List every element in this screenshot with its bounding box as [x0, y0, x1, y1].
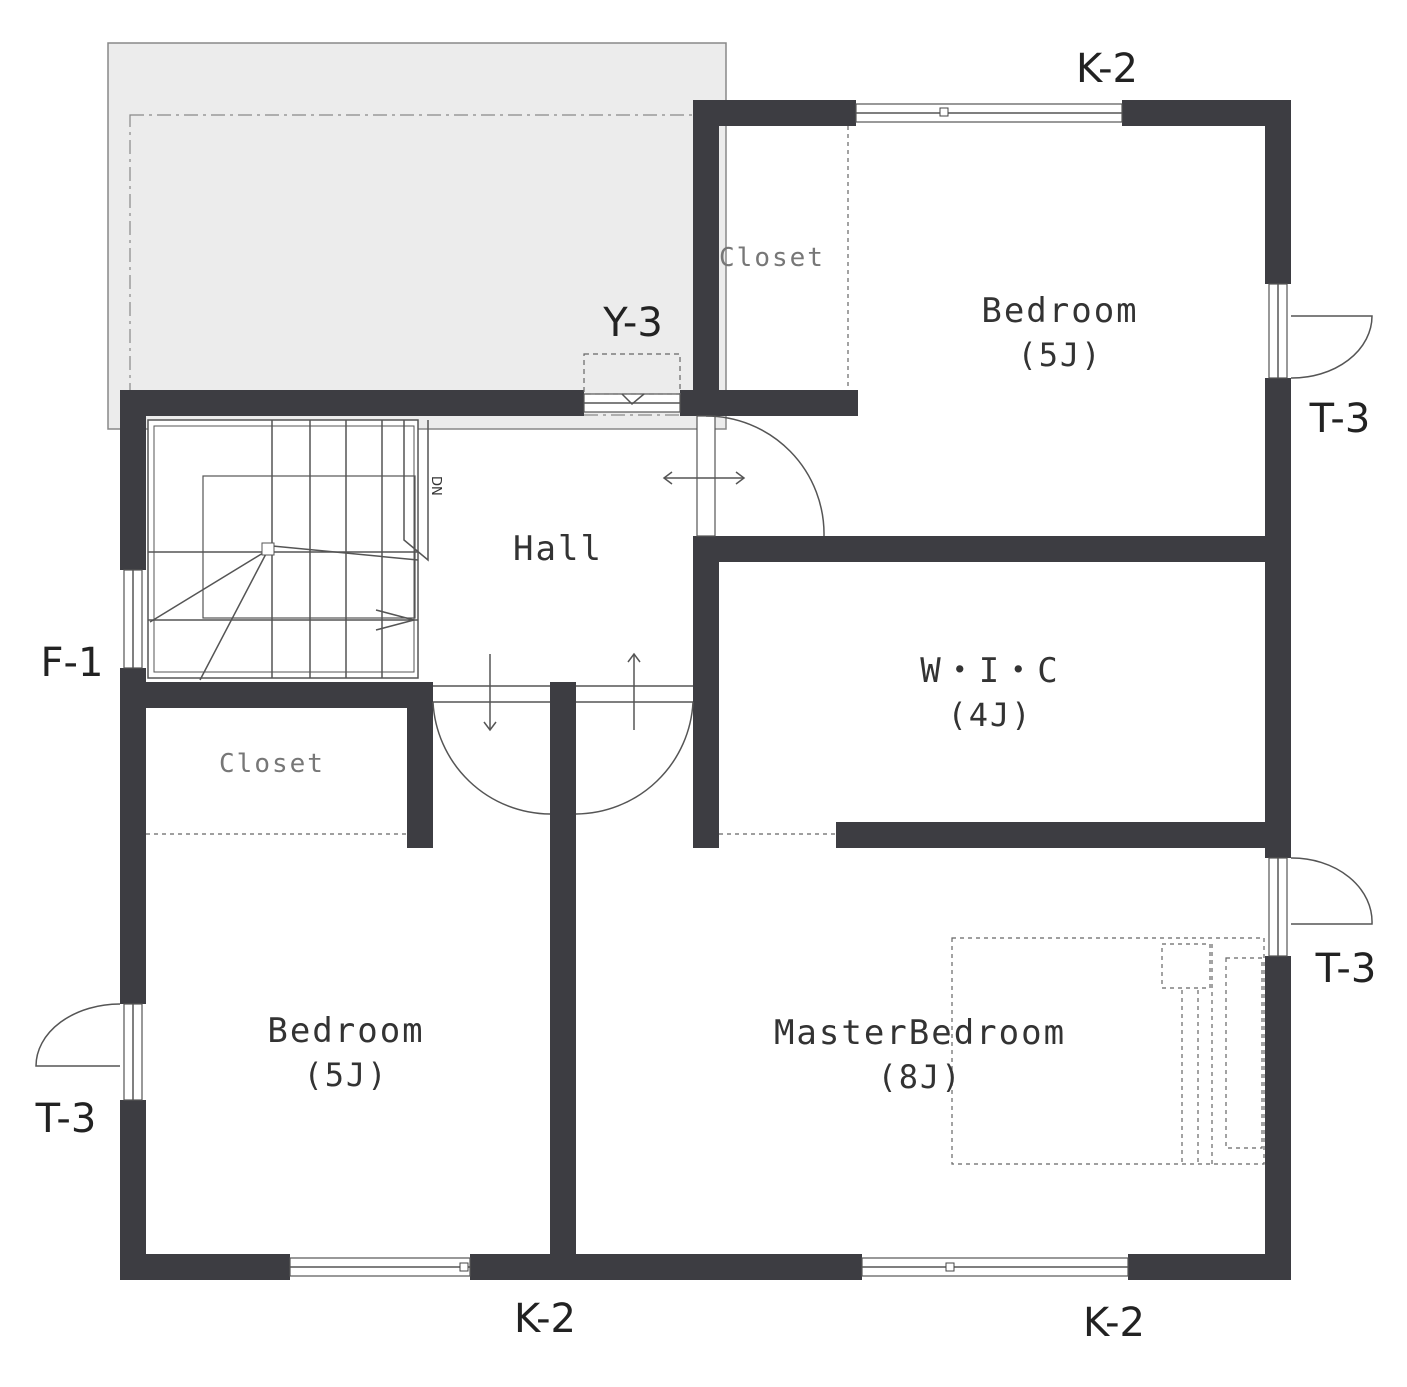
master-bedroom-name: MasterBedroom: [774, 1013, 1066, 1053]
dashed-details: [146, 126, 1265, 1165]
closet-ne-label: Closet: [719, 243, 825, 273]
hall-name: Hall: [513, 529, 603, 569]
room-labels: Closet Bedroom (5J) Hall W・I・C (4J) Clos…: [219, 243, 1138, 1096]
mark-t3-e: T-3: [1315, 946, 1377, 992]
walls: [120, 100, 1291, 1280]
mark-t3-ne: T-3: [1309, 396, 1371, 442]
mark-k2-bottom-right: K-2: [1083, 1300, 1145, 1346]
stair-down-mark: DN: [428, 476, 443, 496]
mark-k2-top: K-2: [1076, 46, 1138, 92]
wic-size: (4J): [947, 696, 1032, 734]
bedroom-sw-size: (5J): [303, 1056, 388, 1094]
bedroom-sw-name: Bedroom: [267, 1011, 424, 1051]
mark-y3: Y-3: [602, 300, 663, 346]
staircase: DN: [147, 419, 443, 681]
mark-k2-bottom-left: K-2: [514, 1296, 576, 1342]
mark-f1: F-1: [41, 640, 104, 686]
doors: [35, 315, 1373, 1067]
windows: [123, 103, 1288, 1277]
bedroom-ne-size: (5J): [1017, 336, 1102, 374]
balcony: [107, 42, 727, 430]
bedroom-ne-name: Bedroom: [981, 291, 1138, 331]
window-marks: K-2 Y-3 T-3 F-1 T-3 T-3 K-2 K-2: [35, 46, 1377, 1346]
master-bedroom-size: (8J): [877, 1058, 962, 1096]
closet-sw-label: Closet: [219, 749, 325, 779]
mark-t3-w: T-3: [35, 1096, 97, 1142]
wic-name: W・I・C: [920, 651, 1059, 691]
